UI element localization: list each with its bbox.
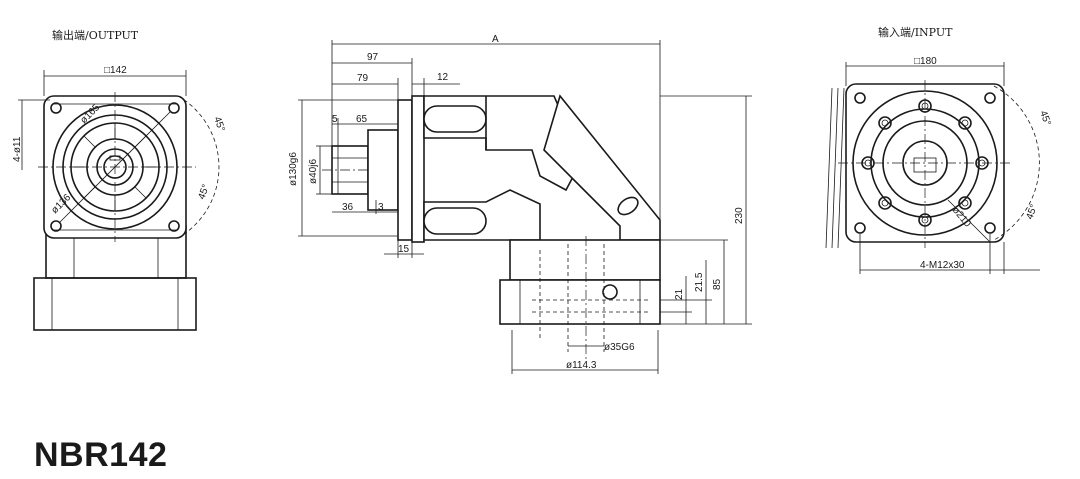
side-dim-36: 36 (342, 202, 354, 213)
side-pilot-dim: ø130g6 (288, 152, 299, 186)
input-angle-bottom: 45° (1024, 203, 1040, 221)
side-dim-85: 85 (712, 278, 723, 290)
output-title: 输出端/OUTPUT (52, 28, 139, 42)
side-dim-65: 65 (356, 114, 368, 125)
output-square-dim: □142 (104, 65, 127, 76)
output-angle-top: 45° (211, 115, 227, 133)
side-bore-dim: ø35G6 (604, 342, 635, 353)
side-dim-21: 21 (674, 288, 685, 300)
side-shaft-dim: ø40j6 (308, 159, 319, 184)
side-dim-3: 3 (378, 202, 384, 213)
side-dim-15: 15 (398, 244, 410, 255)
input-angle-top: 45° (1037, 109, 1053, 127)
output-angle-bottom: 45° (196, 183, 212, 201)
input-bolt-holes (854, 92, 996, 234)
output-holes-dim: 4-ø11 (12, 136, 23, 162)
side-dim-12: 12 (437, 72, 449, 83)
input-view: 输入端/INPUT □180 (825, 25, 1053, 274)
input-square-dim: □180 (914, 56, 937, 67)
output-view: 输出端/OUTPUT □142 (12, 28, 227, 331)
side-dim-230: 230 (734, 207, 745, 224)
side-dim-A: A (492, 34, 499, 45)
side-dim-5: 5 (332, 114, 338, 125)
side-dia-114: ø114.3 (566, 360, 597, 371)
input-threads-dim: 4-M12x30 (920, 260, 965, 271)
side-view: A 97 79 12 5 65 36 3 ø130g6 ø40j6 (288, 34, 752, 374)
side-dim-21-5: 21.5 (694, 272, 705, 292)
side-dim-97: 97 (367, 52, 379, 63)
model-name: NBR142 (34, 436, 168, 474)
side-dim-79: 79 (357, 73, 369, 84)
input-title: 输入端/INPUT (878, 25, 953, 39)
